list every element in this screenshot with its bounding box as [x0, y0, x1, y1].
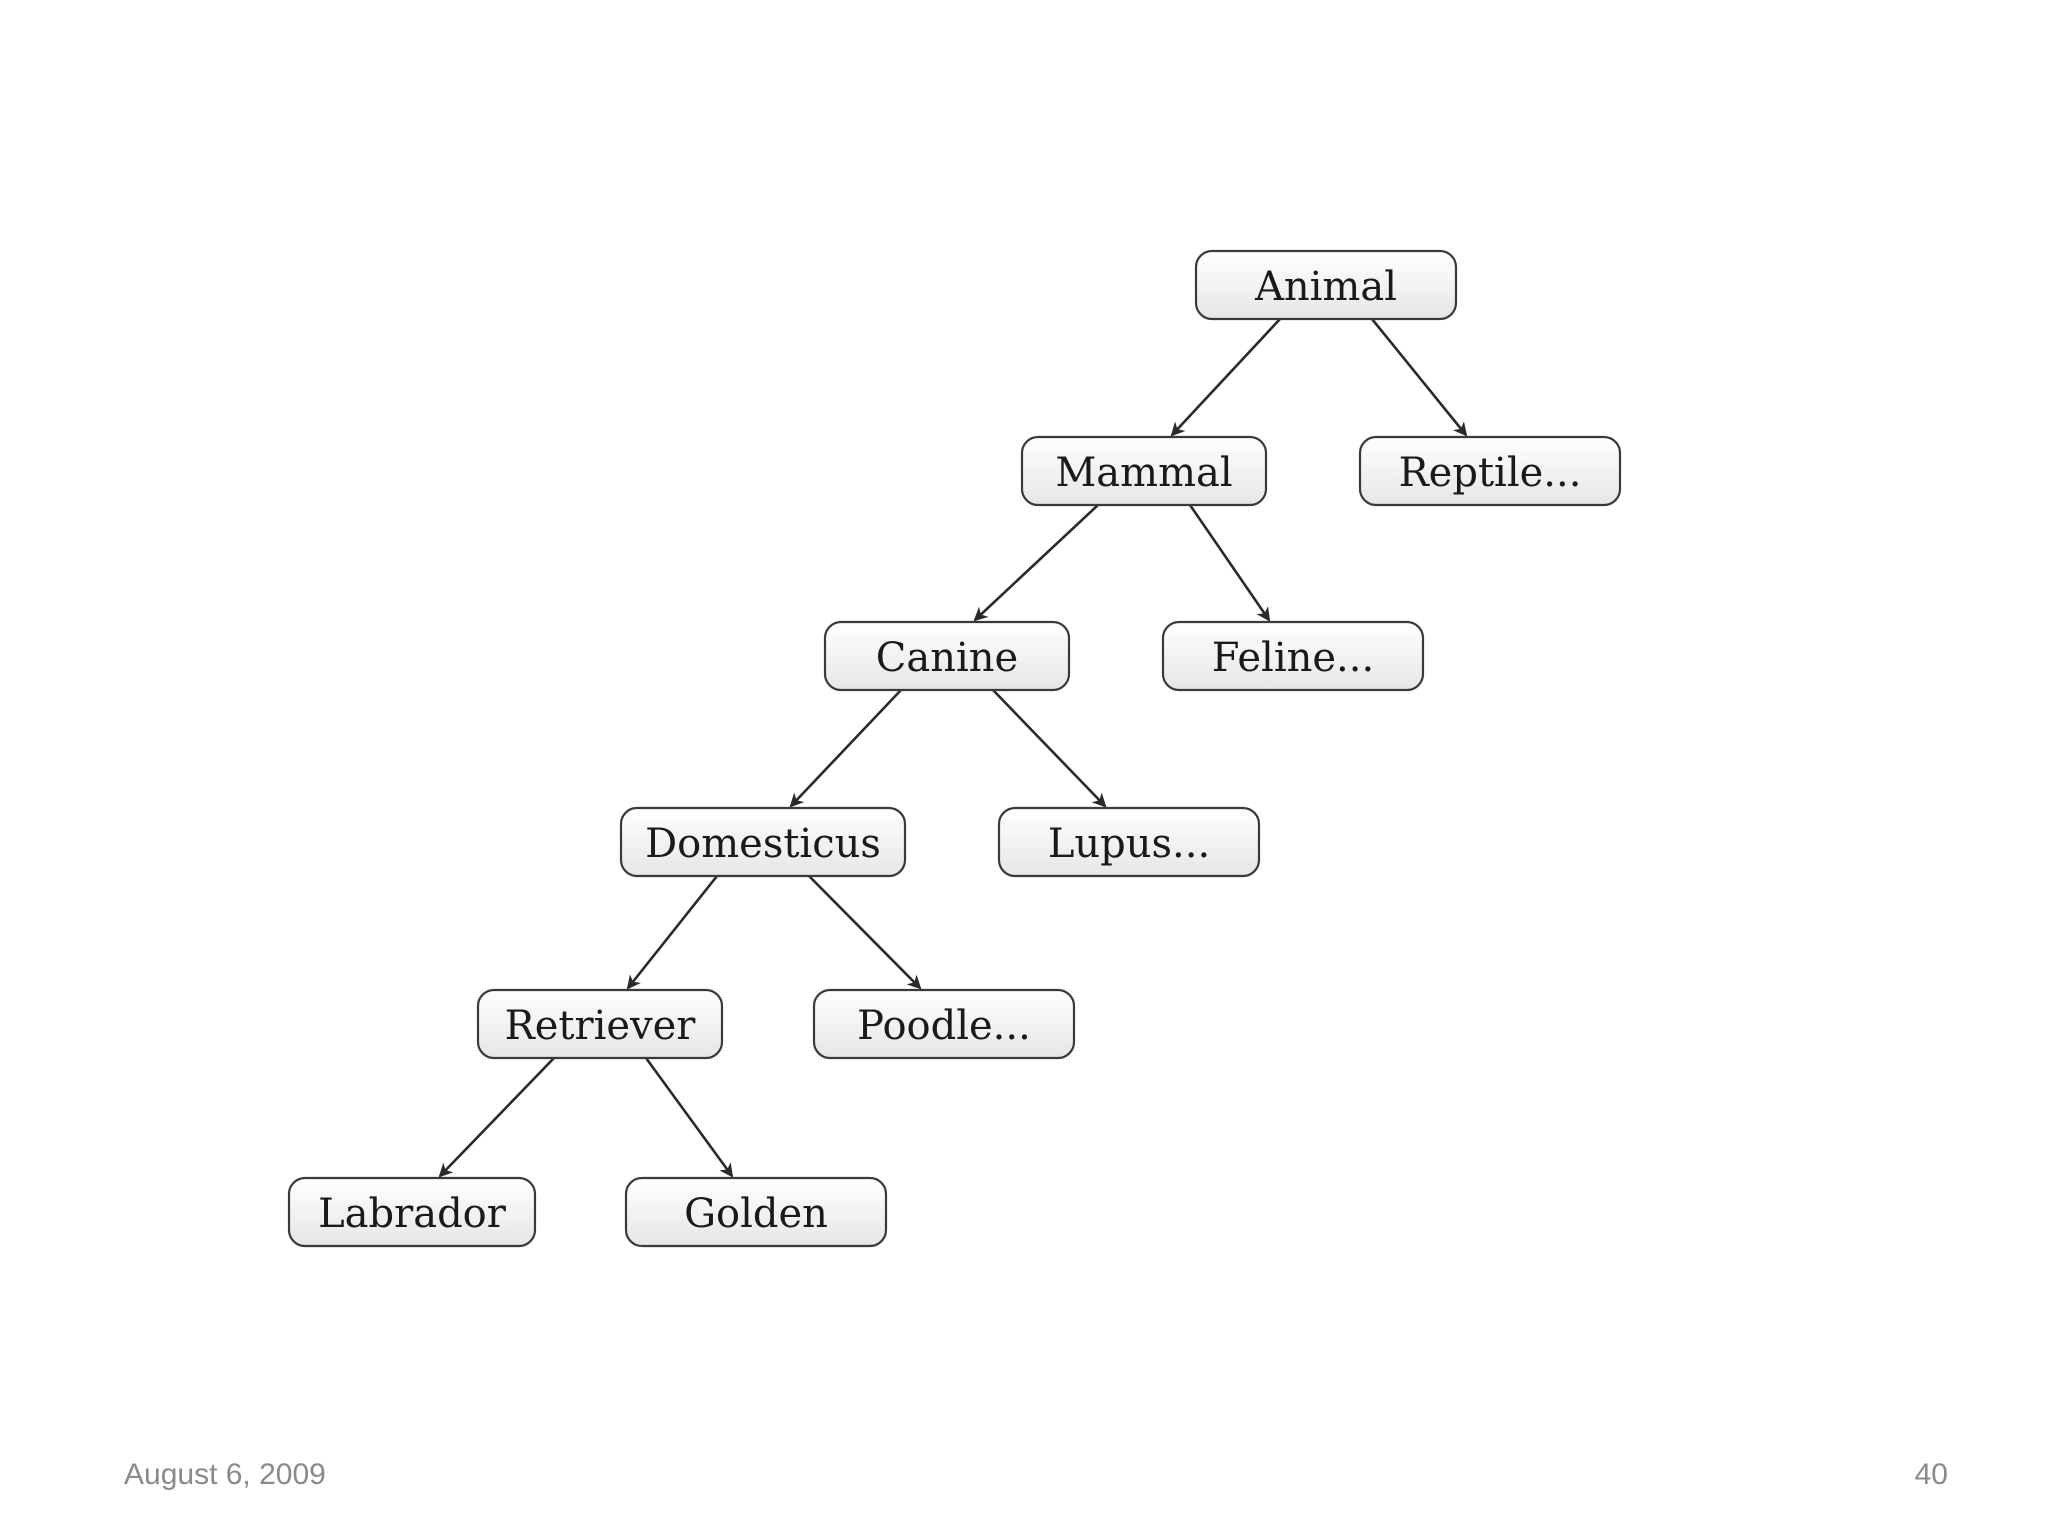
edge-animal-mammal: [1170, 318, 1281, 437]
edge-retriever-golden: [644, 1057, 734, 1178]
edge-canine-lupus: [992, 689, 1107, 808]
edge-canine-domesticus: [789, 689, 902, 808]
node-feline: Feline...: [1161, 620, 1425, 692]
node-label: Reptile...: [1399, 450, 1582, 496]
node-lupus: Lupus...: [997, 806, 1261, 878]
node-label: Canine: [876, 635, 1018, 681]
node-domesticus: Domesticus: [619, 806, 907, 878]
node-box: [1194, 249, 1458, 321]
node-label: Retriever: [505, 1003, 697, 1049]
node-box: [812, 988, 1076, 1060]
node-box: [619, 806, 907, 878]
edges-layer: [438, 318, 1468, 1178]
node-box: [624, 1176, 888, 1248]
node-label: Mammal: [1055, 450, 1232, 496]
node-box: [1020, 435, 1268, 507]
node-mammal: Mammal: [1020, 435, 1268, 507]
footer-date: August 6, 2009: [124, 1458, 326, 1491]
node-label: Golden: [684, 1191, 828, 1237]
node-box: [287, 1176, 537, 1248]
edge-animal-reptile: [1370, 318, 1468, 437]
node-golden: Golden: [624, 1176, 888, 1248]
node-box: [997, 806, 1261, 878]
page-number: 40: [1914, 1458, 1948, 1491]
edge-retriever-labrador: [438, 1057, 555, 1178]
nodes-layer: Animal Mammal Reptile... Canine Feline..…: [287, 249, 1622, 1248]
node-box: [1161, 620, 1425, 692]
node-canine: Canine: [823, 620, 1071, 692]
edge-mammal-feline: [1188, 504, 1271, 622]
edge-domesticus-poodle: [808, 875, 922, 990]
node-label: Labrador: [318, 1191, 507, 1237]
node-label: Domesticus: [645, 821, 881, 867]
node-label: Poodle...: [857, 1003, 1031, 1049]
node-label: Lupus...: [1048, 821, 1210, 867]
node-label: Feline...: [1212, 635, 1374, 681]
node-retriever: Retriever: [476, 988, 724, 1060]
node-box: [1358, 435, 1622, 507]
edge-mammal-canine: [973, 504, 1099, 622]
node-box: [823, 620, 1071, 692]
node-box: [476, 988, 724, 1060]
node-labrador: Labrador: [287, 1176, 537, 1248]
node-reptile: Reptile...: [1358, 435, 1622, 507]
node-poodle: Poodle...: [812, 988, 1076, 1060]
node-animal: Animal: [1194, 249, 1458, 321]
node-label: Animal: [1254, 264, 1397, 310]
edge-domesticus-retriever: [626, 875, 719, 990]
